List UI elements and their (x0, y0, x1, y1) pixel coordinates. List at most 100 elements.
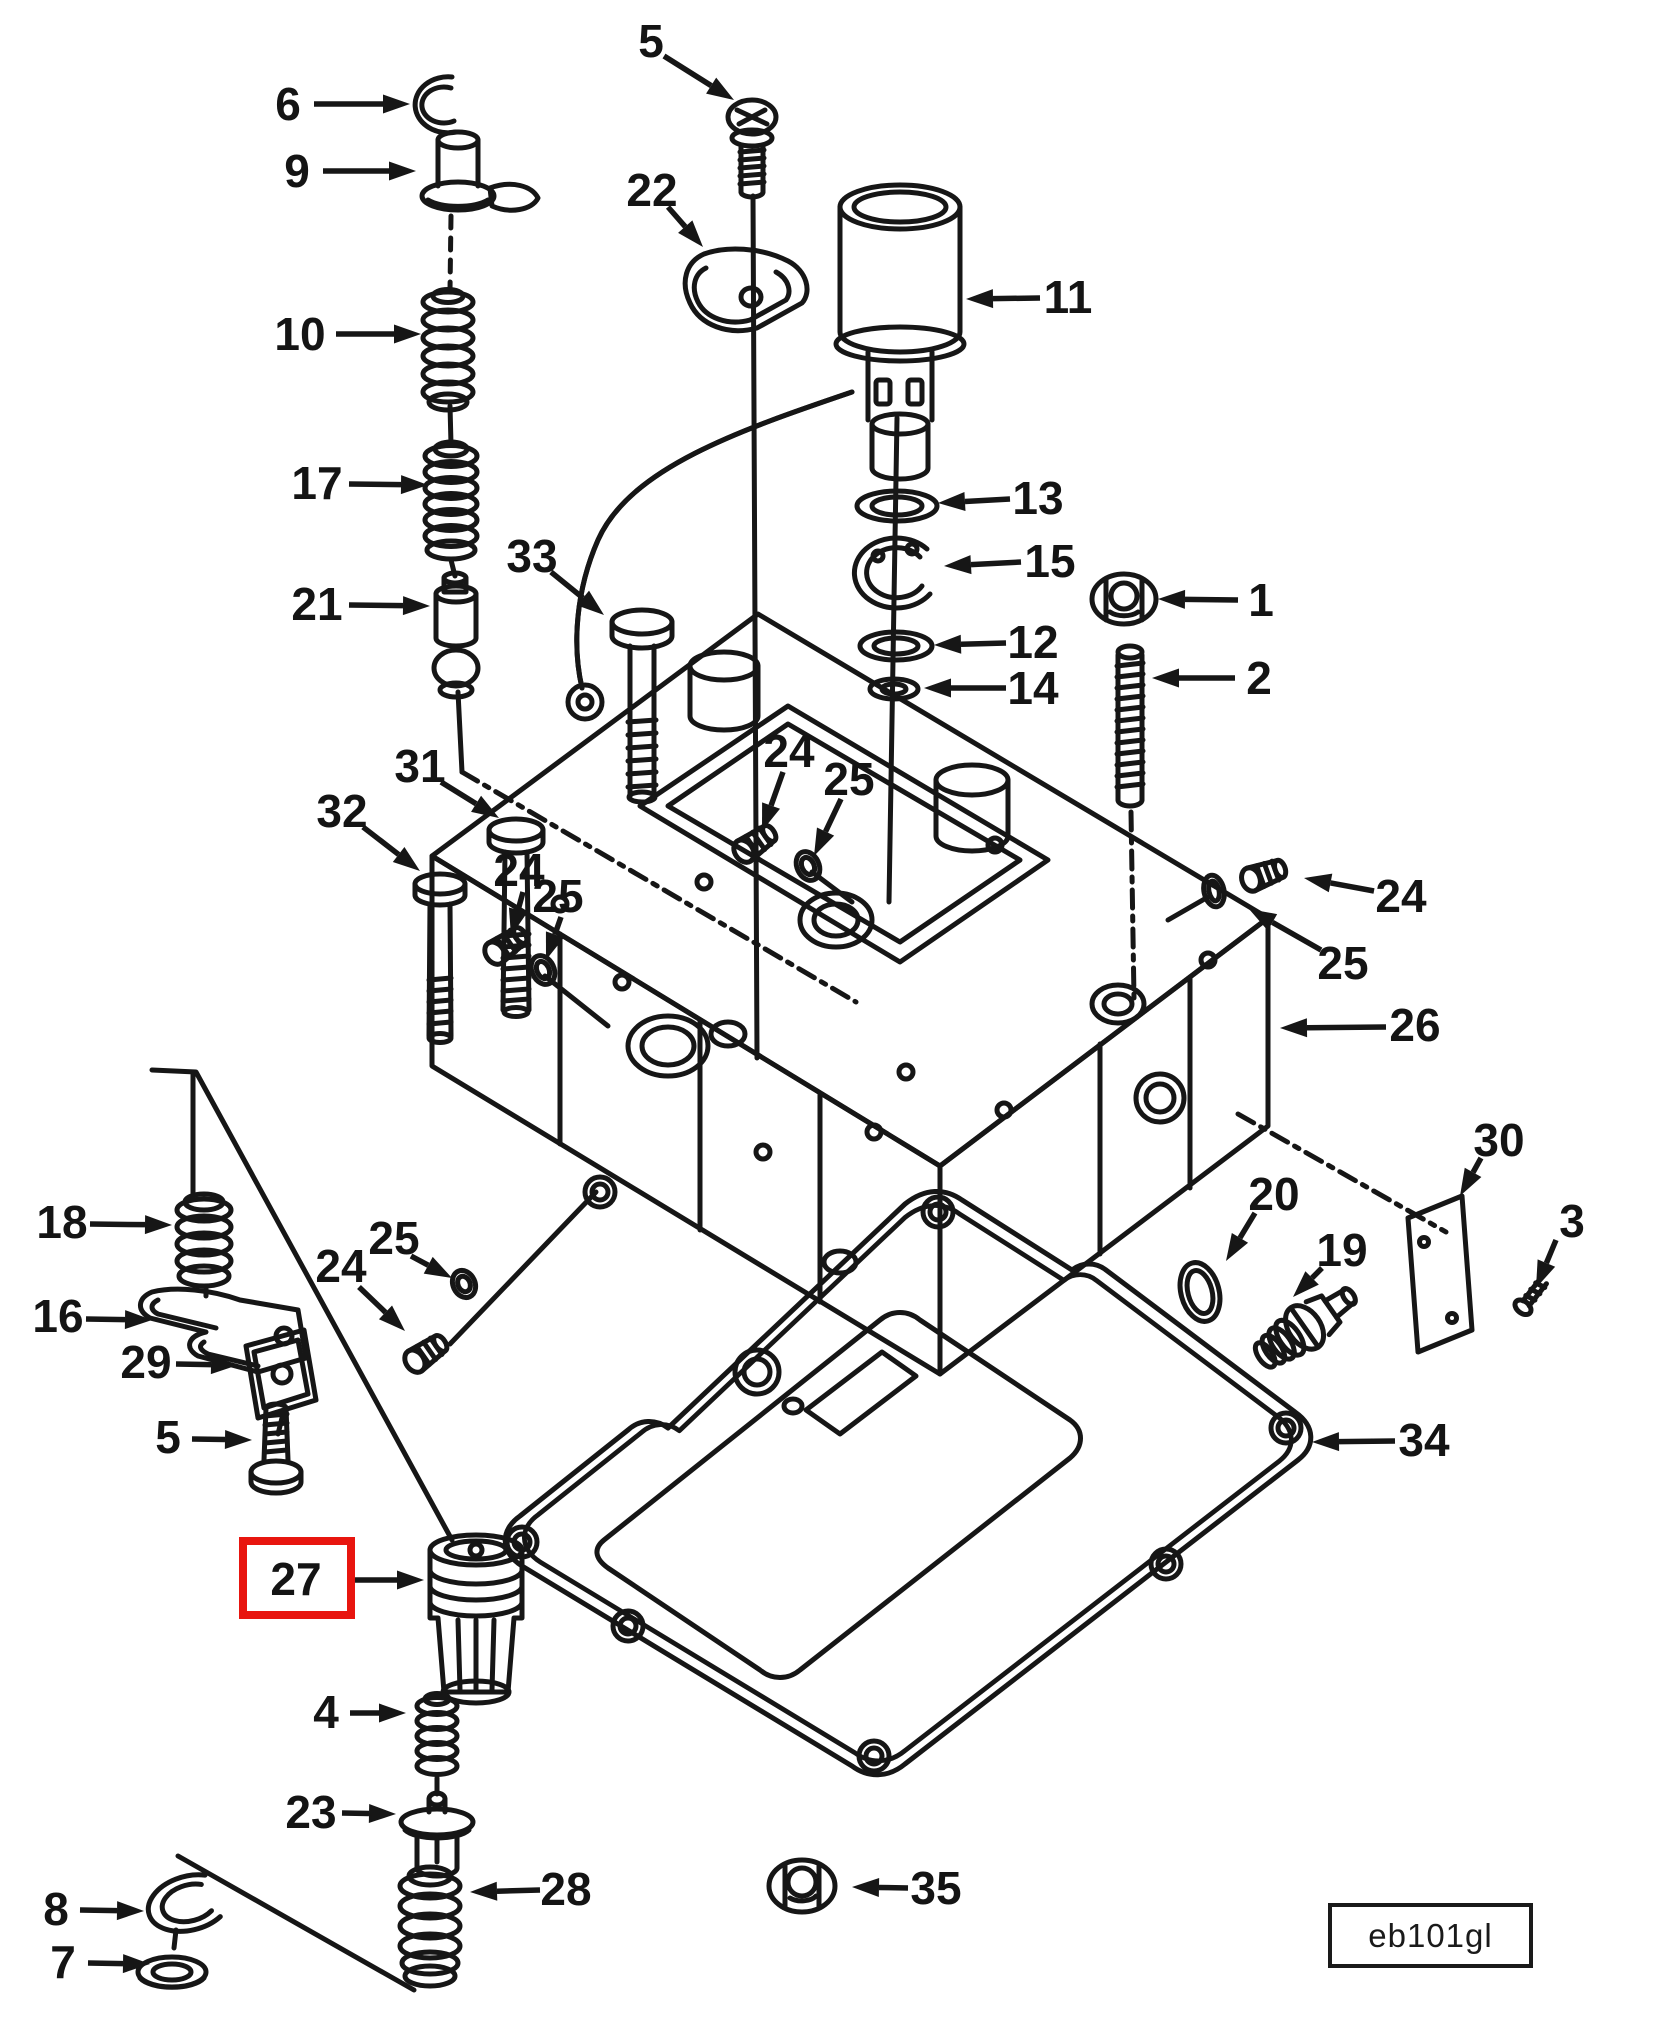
callout-3[interactable]: 3 (1536, 1195, 1585, 1288)
callout-24a[interactable]: 24 (493, 844, 545, 936)
parts-diagram-page-part (1107, 609, 1141, 619)
callout-27[interactable]: 27 (239, 1537, 424, 1619)
callout-25b-arrowhead (814, 827, 835, 856)
callout-17[interactable]: 17 (291, 457, 428, 509)
parts-diagram-page-part (782, 1863, 822, 1911)
callout-10[interactable]: 10 (274, 308, 421, 360)
parts-diagram-page-part (994, 1100, 1014, 1120)
callout-24b[interactable]: 24 (762, 725, 815, 831)
callout-13[interactable]: 13 (938, 472, 1064, 524)
parts-diagram-page-part (414, 1755, 460, 1777)
callout-7-label: 7 (50, 1936, 76, 1988)
callout-2[interactable]: 2 (1152, 652, 1272, 704)
part-4-spring (414, 1691, 460, 1777)
callout-24c[interactable]: 24 (1304, 870, 1427, 922)
parts-diagram-page-part (270, 1362, 294, 1386)
callout-15[interactable]: 15 (944, 535, 1076, 587)
callout-25d[interactable]: 25 (368, 1212, 452, 1278)
parts-diagram-page-part (708, 1019, 748, 1049)
callout-11-arrowhead (966, 289, 994, 309)
parts-diagram-page-part (811, 901, 861, 939)
parts-diagram-page-part (397, 1871, 463, 1901)
callout-14[interactable]: 14 (924, 662, 1059, 714)
callout-18[interactable]: 18 (36, 1196, 172, 1248)
parts-diagram-page-part (397, 1911, 463, 1941)
parts-diagram-page-part (864, 1122, 884, 1142)
callout-31-leader (439, 779, 478, 807)
parts-diagram-page-part (441, 570, 469, 586)
callout-29-arrowhead (210, 1355, 238, 1375)
callout-26[interactable]: 26 (1280, 999, 1441, 1051)
parts-diagram-page-part (422, 523, 480, 549)
callout-31-label: 31 (394, 740, 445, 792)
callout-5a[interactable]: 5 (638, 15, 734, 100)
callout-25b[interactable]: 25 (814, 753, 875, 856)
callout-4[interactable]: 4 (313, 1686, 406, 1738)
parts-diagram-page-part (174, 1247, 234, 1275)
callout-23[interactable]: 23 (285, 1786, 396, 1838)
callout-25a-label: 25 (532, 870, 583, 922)
callout-34[interactable]: 34 (1312, 1414, 1450, 1466)
callout-15-arrowhead (944, 555, 972, 575)
parts-diagram-page-part (904, 541, 920, 557)
parts-diagram-page-part (501, 1005, 531, 1019)
parts-diagram-page-part (449, 1267, 479, 1301)
callout-17-label: 17 (291, 457, 342, 509)
callout-12[interactable]: 12 (934, 616, 1059, 668)
parts-diagram-page-part (419, 84, 457, 126)
parts-diagram-page-part (753, 1142, 773, 1162)
parts-diagram-page-part (447, 403, 454, 447)
callout-19-arrowhead (1293, 1271, 1319, 1297)
callout-25a[interactable]: 25 (532, 870, 584, 960)
callout-7[interactable]: 7 (50, 1936, 150, 1988)
callout-30[interactable]: 30 (1460, 1114, 1525, 1196)
callout-24d[interactable]: 24 (315, 1240, 405, 1331)
diagram-artwork (135, 74, 1549, 1990)
callout-22[interactable]: 22 (626, 164, 703, 247)
parts-diagram-page-part (1201, 872, 1227, 910)
callout-16[interactable]: 16 (32, 1290, 152, 1342)
parts-diagram-page-part (443, 1538, 509, 1562)
parts-diagram-page-part (487, 181, 541, 213)
callout-32[interactable]: 32 (316, 785, 420, 871)
callout-29[interactable]: 29 (120, 1336, 238, 1388)
part-16-fork-bracket (138, 1286, 309, 1375)
callout-11[interactable]: 11 (966, 271, 1092, 323)
parts-diagram-page-part (1133, 1071, 1187, 1125)
parts-diagram-page-part (851, 535, 933, 611)
callout-6[interactable]: 6 (275, 78, 410, 130)
callout-9[interactable]: 9 (284, 145, 416, 197)
callout-4-label: 4 (313, 1686, 339, 1738)
parts-diagram-page-part (145, 1872, 223, 1934)
callout-5b-leader (191, 1436, 226, 1443)
parts-diagram-page-part (402, 1963, 458, 1989)
callout-28[interactable]: 28 (470, 1863, 592, 1915)
callout-19[interactable]: 19 (1293, 1224, 1368, 1297)
callout-33[interactable]: 33 (506, 530, 604, 615)
part-3-screw (1512, 1276, 1549, 1318)
parts-diagram-page-part (1252, 1340, 1278, 1370)
parts-diagram-page-part (455, 689, 465, 775)
callout-35[interactable]: 35 (852, 1862, 962, 1914)
callout-31[interactable]: 31 (394, 740, 499, 818)
parts-diagram-page-part (422, 443, 480, 469)
callout-25c-label: 25 (1317, 937, 1368, 989)
callout-28-leader (496, 1887, 541, 1894)
parts-diagram-page-part (732, 1347, 782, 1397)
parts-diagram-page-part (397, 1931, 463, 1961)
callout-5b[interactable]: 5 (155, 1411, 252, 1463)
callout-8[interactable]: 8 (43, 1883, 144, 1935)
callout-23-arrowhead (368, 1804, 396, 1823)
parts-diagram-page-part (1266, 1325, 1297, 1362)
parts-diagram-page-part (905, 377, 925, 407)
callout-32-arrowhead (392, 846, 420, 871)
callout-20[interactable]: 20 (1226, 1168, 1300, 1261)
callout-4-arrowhead (379, 1703, 406, 1723)
callout-21[interactable]: 21 (291, 578, 430, 630)
callout-1[interactable]: 1 (1158, 574, 1274, 626)
callout-25c[interactable]: 25 (1249, 909, 1369, 989)
callout-29-label: 29 (120, 1336, 171, 1388)
parts-diagram-page-part (612, 972, 632, 992)
parts-diagram-page-part (691, 265, 792, 325)
callout-16-arrowhead (124, 1310, 152, 1330)
